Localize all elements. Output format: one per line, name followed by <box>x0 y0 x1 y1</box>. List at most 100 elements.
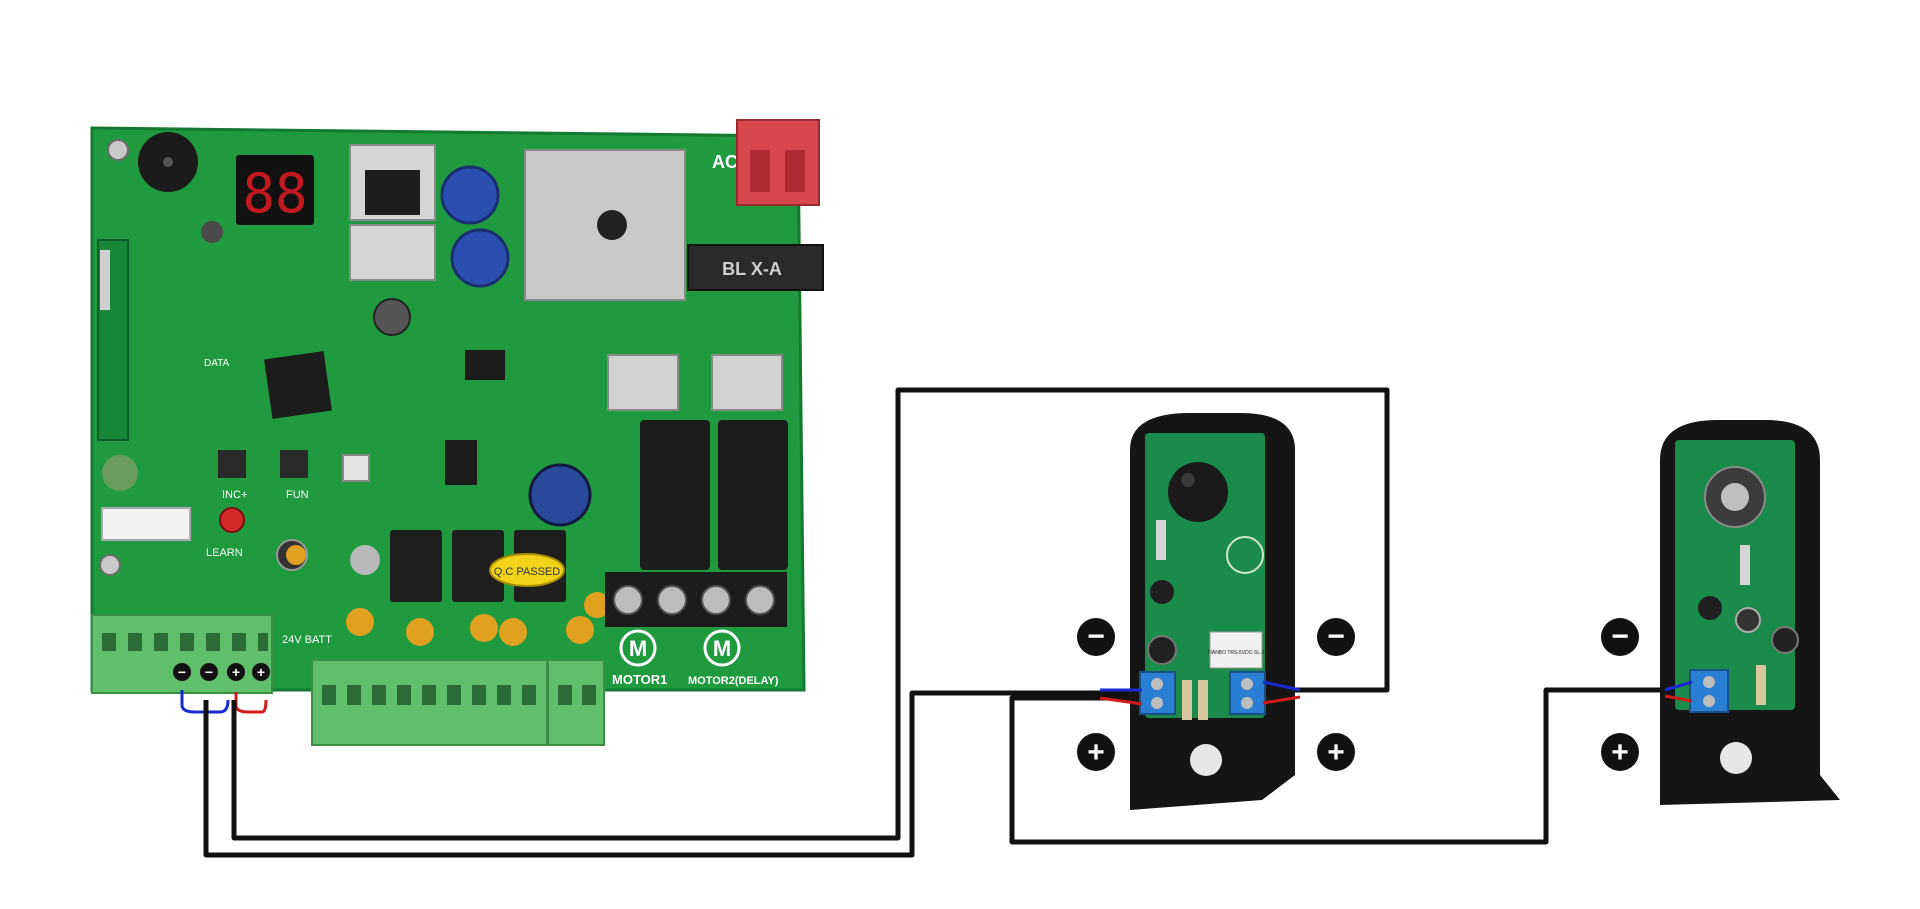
minus-sign-icon <box>1601 618 1639 656</box>
inc-button[interactable] <box>218 450 246 478</box>
sensor-pcb <box>1675 440 1795 710</box>
module-trim <box>100 250 110 310</box>
batt-label: 24V BATT <box>282 634 332 646</box>
heatsink-small <box>711 354 783 411</box>
varistor <box>499 618 527 646</box>
varistor <box>286 545 306 565</box>
minus-sign-icon <box>1077 618 1115 656</box>
varistor <box>406 618 434 646</box>
wire-stub-blue <box>180 690 230 714</box>
terminal-slots-left <box>102 633 268 651</box>
relay-large <box>640 420 710 570</box>
display-digits: 88 <box>242 162 307 225</box>
wire-stub-red <box>234 692 268 714</box>
microcontroller <box>264 351 332 419</box>
motor1-logo: M <box>619 629 657 667</box>
bridge-label: BL X-A <box>722 259 782 279</box>
svg-text:−: − <box>178 664 186 680</box>
varistor <box>566 616 594 644</box>
ir-lens-highlight <box>1181 473 1195 487</box>
photocell-right <box>1660 420 1840 805</box>
wire-board-to-left-sensor-bottom <box>203 690 1160 858</box>
data-label: DATA <box>204 358 230 369</box>
heatsink <box>349 224 436 281</box>
minus-label: − <box>1087 620 1105 653</box>
minus-label-right: − <box>1327 620 1345 653</box>
capacitor <box>373 298 411 336</box>
terminal-block-left <box>91 614 273 694</box>
ac-slot <box>750 150 770 192</box>
minus-sign-icon <box>200 663 218 681</box>
varistor <box>346 608 374 636</box>
photocell-left: TIANBO TRS-5VDC-SL-2 <box>1099 413 1301 810</box>
minus-label: − <box>1611 620 1629 653</box>
control-board: 88 AC BL X-A <box>90 119 824 746</box>
transformer <box>524 149 686 301</box>
transformer-hole <box>597 210 627 240</box>
mount-hole <box>99 554 121 576</box>
relay-small <box>452 530 504 602</box>
buzzer-hole <box>163 157 173 167</box>
motor-screws <box>613 585 775 615</box>
header-pins <box>1740 545 1750 585</box>
wiring <box>180 387 1690 858</box>
relay-large <box>718 420 788 570</box>
extra-button[interactable] <box>342 454 370 482</box>
ir-lens-highlight <box>1721 483 1749 511</box>
ac-label: AC <box>712 152 738 172</box>
terminal-slots-small <box>558 685 596 705</box>
plus-sign-icon <box>1077 733 1115 771</box>
fun-label: FUN <box>286 489 309 501</box>
plus-sign-icon <box>227 663 245 681</box>
resistor <box>1756 665 1766 705</box>
sensor-relay <box>1209 631 1263 669</box>
mounting-hole <box>1190 744 1222 776</box>
ac-connector <box>736 119 820 206</box>
svg-text:M: M <box>629 636 647 661</box>
sensor-relay-text: TIANBO TRS-5VDC-SL-2 <box>1207 650 1264 656</box>
inductor <box>1698 596 1722 620</box>
wire-board-to-left-sensor-top <box>231 387 1390 841</box>
heatsink-small <box>607 354 679 411</box>
minus-sign-icon <box>173 663 191 681</box>
learn-button[interactable] <box>219 507 245 533</box>
header-pins <box>1156 520 1166 560</box>
capacitor <box>1771 626 1799 654</box>
capacitor <box>450 228 510 288</box>
plus-label: + <box>1611 736 1629 769</box>
fun-button[interactable] <box>280 450 308 478</box>
relay-small <box>390 530 442 602</box>
plus-sign-icon <box>252 663 270 681</box>
capacitor <box>440 165 500 225</box>
svg-text:M: M <box>713 636 731 661</box>
plus-label-right: + <box>1327 736 1345 769</box>
svg-text:+: + <box>232 664 240 680</box>
svg-text:+: + <box>257 664 265 680</box>
learn-label: LEARN <box>206 547 243 559</box>
left-sensor-polarity: − + − + <box>1077 618 1355 771</box>
jst-connector <box>101 507 191 541</box>
terminal-slots-middle <box>322 685 536 705</box>
capacitor <box>1147 635 1177 665</box>
plus-sign-icon <box>1601 733 1639 771</box>
wire-stub-blue <box>1262 680 1301 692</box>
minus-sign-icon <box>1317 618 1355 656</box>
resistor <box>1198 680 1208 720</box>
ac-slot <box>785 150 805 192</box>
qc-label: Q.C PASSED <box>494 566 560 578</box>
mounting-hole <box>1720 742 1752 774</box>
inductor <box>1150 580 1174 604</box>
varistor <box>584 592 610 618</box>
wire-stub-red <box>1664 694 1693 703</box>
wire-stub-red <box>1262 695 1301 705</box>
bridge-rectifier <box>687 244 824 291</box>
varistor <box>470 614 498 642</box>
plus-label: + <box>1087 736 1105 769</box>
inc-label: INC+ <box>222 489 247 501</box>
qc-sticker <box>489 553 565 587</box>
wire-left-sensor-to-right-sensor <box>1009 687 1690 845</box>
right-sensor-polarity: − + <box>1601 618 1639 771</box>
capacitor <box>350 545 380 575</box>
board-terminal-signs: − − + + <box>173 663 270 681</box>
